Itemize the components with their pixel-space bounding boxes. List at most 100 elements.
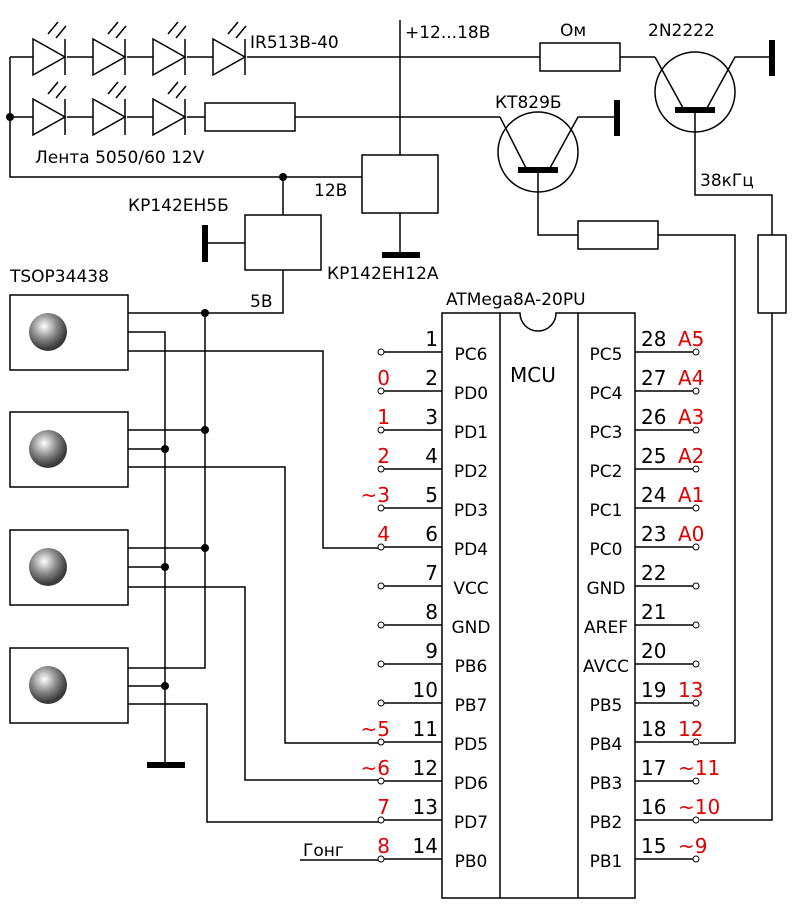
pin-name: PB0	[455, 852, 488, 872]
pin-number: 1	[425, 327, 438, 351]
pin-name: PD6	[454, 774, 488, 794]
reg-12v	[361, 154, 439, 214]
strip-led-3	[152, 81, 187, 137]
arduino-pin-label: 1	[377, 405, 390, 429]
arduino-pin-label: 8	[377, 834, 390, 858]
pin-name: PD5	[454, 735, 488, 755]
pin-name: PB5	[590, 696, 623, 716]
arduino-pin-label: 0	[377, 366, 390, 390]
pin-terminal	[692, 465, 700, 473]
supply-label: +12...18В	[405, 23, 490, 43]
arduino-pin-label: A5	[678, 327, 704, 351]
pin-number: 22	[641, 561, 666, 585]
npn-transistor-2n2222	[654, 51, 770, 133]
arduino-pin-label: A1	[678, 483, 704, 507]
v12-label: 12В	[314, 181, 347, 201]
pin-name: PD4	[454, 540, 488, 560]
pin-name: PC5	[590, 345, 623, 365]
pin-terminal	[377, 660, 385, 668]
pin-name: VCC	[453, 579, 488, 599]
pin-number: 23	[641, 522, 666, 546]
pin-terminal	[692, 387, 700, 395]
pin-number: 13	[413, 795, 438, 819]
pin-terminal	[377, 621, 385, 629]
arduino-pin-label: 4	[377, 522, 390, 546]
pin-number: 4	[425, 444, 438, 468]
pin-terminal	[377, 816, 385, 824]
ir-led-4	[212, 21, 247, 77]
pin-name: PC1	[590, 501, 623, 521]
pin-name: PD7	[454, 813, 488, 833]
ir-led-3	[152, 21, 187, 77]
pin-number: 3	[425, 405, 438, 429]
pin-number: 21	[641, 600, 666, 624]
arduino-pin-label: ~10	[678, 795, 720, 819]
pin-name: PC0	[590, 540, 623, 560]
pin-terminal	[692, 504, 700, 512]
gong-label: Гонг	[303, 841, 344, 861]
arduino-pin-label: ~3	[361, 483, 390, 507]
pin-name: AREF	[584, 618, 628, 638]
pin-name: GND	[452, 618, 491, 638]
ir-receiver-2	[9, 411, 129, 488]
pin-terminal	[692, 621, 700, 629]
junction-dot	[6, 113, 14, 121]
pin-terminal	[692, 426, 700, 434]
ir-led-row	[10, 21, 540, 77]
pin-terminal	[377, 582, 385, 590]
arduino-pin-label: A0	[678, 522, 704, 546]
pin-number: 14	[413, 834, 438, 858]
pin-number: 28	[641, 327, 666, 351]
ir-led-1	[32, 21, 67, 77]
pin-number: 20	[641, 639, 666, 663]
pin-number: 10	[413, 678, 438, 702]
pin-name: GND	[587, 579, 626, 599]
pin-number: 2	[425, 366, 438, 390]
pin-terminal	[377, 738, 385, 746]
freq-label: 38кГц	[700, 171, 754, 191]
pin-name: PB1	[590, 852, 623, 872]
pin-terminal	[692, 348, 700, 356]
pin-name: PD1	[454, 423, 488, 443]
pin-number: 25	[641, 444, 666, 468]
pin-number: 12	[413, 756, 438, 780]
ir-led-2	[92, 21, 127, 77]
pin-name: PD0	[454, 384, 488, 404]
pin-name: PC4	[590, 384, 623, 404]
arduino-pin-label: ~6	[361, 756, 390, 780]
pin-number: 15	[641, 834, 666, 858]
base-resistor	[539, 42, 621, 72]
pin-number: 27	[641, 366, 666, 390]
reg12-label: КР142ЕН12А	[327, 264, 439, 284]
pin-terminal	[692, 855, 700, 863]
pin-number: 5	[425, 483, 438, 507]
pin-name: PC3	[590, 423, 623, 443]
arduino-pin-label: A2	[678, 444, 704, 468]
pin-name: PB3	[590, 774, 623, 794]
pin-name: PC2	[590, 462, 623, 482]
arduino-pin-label: 2	[377, 444, 390, 468]
arduino-pin-label: A4	[678, 366, 704, 390]
arduino-pin-label: ~9	[678, 834, 707, 858]
darlington-label: КТ829Б	[495, 93, 562, 113]
arduino-pin-label: A3	[678, 405, 704, 429]
pin-name: PB6	[455, 657, 488, 677]
mcu-part-label: ATMega8A-20PU	[446, 290, 586, 310]
pin-terminal	[377, 543, 385, 551]
pin-name: PB7	[455, 696, 488, 716]
